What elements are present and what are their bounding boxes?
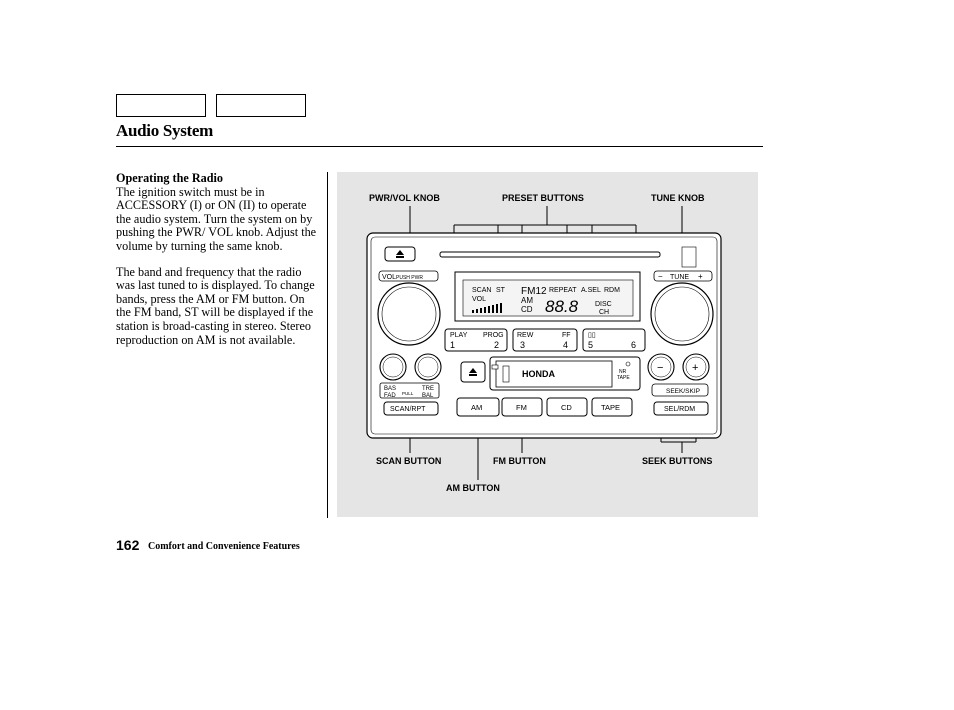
seek-plus-label: + bbox=[692, 362, 698, 374]
preset-1: 1 bbox=[450, 340, 455, 350]
bas-label: BAS bbox=[384, 386, 396, 392]
display-repeat: REPEAT bbox=[549, 287, 577, 294]
display-st: ST bbox=[496, 287, 506, 294]
dolby-nr-label: NR bbox=[619, 369, 627, 375]
seek-skip-label: SEEK/SKIP bbox=[666, 388, 700, 395]
paragraph-band: The band and frequency that the radio wa… bbox=[116, 264, 315, 347]
display-cd: CD bbox=[521, 305, 533, 314]
preset-2: 2 bbox=[494, 340, 499, 350]
display-disc: DISC bbox=[595, 301, 612, 308]
fm-button bbox=[501, 397, 543, 417]
display-ch: CH bbox=[599, 309, 609, 316]
preset-stop: ▯▯ bbox=[588, 332, 596, 339]
article: Operating the Radio The ignition switch … bbox=[116, 171, 321, 359]
tape-button bbox=[591, 397, 633, 417]
page-number: 162 bbox=[116, 537, 140, 553]
bal-label: BAL bbox=[422, 393, 434, 399]
callout-preset-buttons: PRESET BUTTONS bbox=[502, 193, 584, 203]
pwr-vol-knob bbox=[377, 282, 441, 346]
callout-seek-buttons: SEEK BUTTONS bbox=[642, 456, 713, 466]
sel-rdm-label: SEL/RDM bbox=[664, 406, 695, 413]
tape-label: TAPE bbox=[601, 403, 620, 412]
paragraph-ignition: The ignition switch must be in ACCESSORY… bbox=[116, 184, 317, 253]
display-vol: VOL bbox=[472, 296, 486, 303]
callout-pwr-vol-knob: PWR/VOL KNOB bbox=[369, 193, 440, 203]
tune-minus-label: − bbox=[658, 272, 663, 281]
scan-rpt-label: SCAN/RPT bbox=[390, 406, 426, 413]
fm-label: FM bbox=[516, 403, 527, 412]
section-heading: Operating the Radio bbox=[116, 171, 223, 185]
tune-label: TUNE bbox=[670, 274, 689, 281]
pull-label: PULL bbox=[402, 391, 414, 396]
am-button bbox=[456, 397, 500, 417]
preset-6: 6 bbox=[631, 340, 636, 350]
preset-play: PLAY bbox=[450, 332, 468, 339]
cd-label: CD bbox=[561, 403, 572, 412]
fad-label: FAD bbox=[384, 393, 396, 399]
preset-ff: FF bbox=[562, 332, 571, 339]
callout-scan-button: SCAN BUTTON bbox=[376, 456, 442, 466]
preset-5: 5 bbox=[588, 340, 593, 350]
preset-group-2 bbox=[512, 328, 578, 352]
page-title: Audio System bbox=[116, 121, 213, 140]
am-label: AM bbox=[471, 403, 482, 412]
display-rdm: RDM bbox=[604, 287, 620, 294]
column-divider bbox=[327, 172, 328, 518]
display-scan: SCAN bbox=[472, 287, 491, 294]
scan-rpt-button bbox=[383, 401, 439, 416]
seek-minus-button bbox=[647, 353, 675, 381]
display-digits: 88.8 bbox=[545, 297, 579, 316]
display-fm12: FM12 bbox=[521, 286, 547, 297]
callout-fm-button: FM BUTTON bbox=[493, 456, 546, 466]
header-tab-box-1 bbox=[116, 94, 206, 117]
honda-brand: HONDA bbox=[522, 369, 555, 379]
dolby-tape-label: TAPE bbox=[617, 375, 630, 381]
preset-3: 3 bbox=[520, 340, 525, 350]
preset-rew: REW bbox=[517, 332, 534, 339]
preset-group-1 bbox=[444, 328, 508, 352]
title-divider bbox=[116, 146, 763, 147]
display-am: AM bbox=[521, 296, 533, 305]
preset-4: 4 bbox=[563, 340, 568, 350]
tune-knob bbox=[650, 282, 714, 346]
seek-plus-button bbox=[682, 353, 710, 381]
volume-bargraph bbox=[472, 303, 502, 313]
preset-prog: PROG bbox=[483, 332, 504, 339]
seek-minus-label: − bbox=[657, 362, 663, 374]
callout-am-button: AM BUTTON bbox=[446, 483, 500, 493]
display-asel: A.SEL bbox=[581, 287, 601, 294]
callout-tune-knob: TUNE KNOB bbox=[651, 193, 705, 203]
cd-button bbox=[546, 397, 588, 417]
header-tab-box-2 bbox=[216, 94, 306, 117]
push-pwr-label: PUSH PWR bbox=[396, 275, 423, 281]
tre-label: TRE bbox=[422, 386, 434, 392]
footer-section: Comfort and Convenience Features bbox=[148, 541, 300, 552]
tune-plus-label: + bbox=[698, 272, 703, 281]
sel-rdm-button bbox=[653, 401, 709, 416]
vol-label: VOL bbox=[382, 274, 396, 281]
preset-group-3 bbox=[582, 328, 646, 352]
